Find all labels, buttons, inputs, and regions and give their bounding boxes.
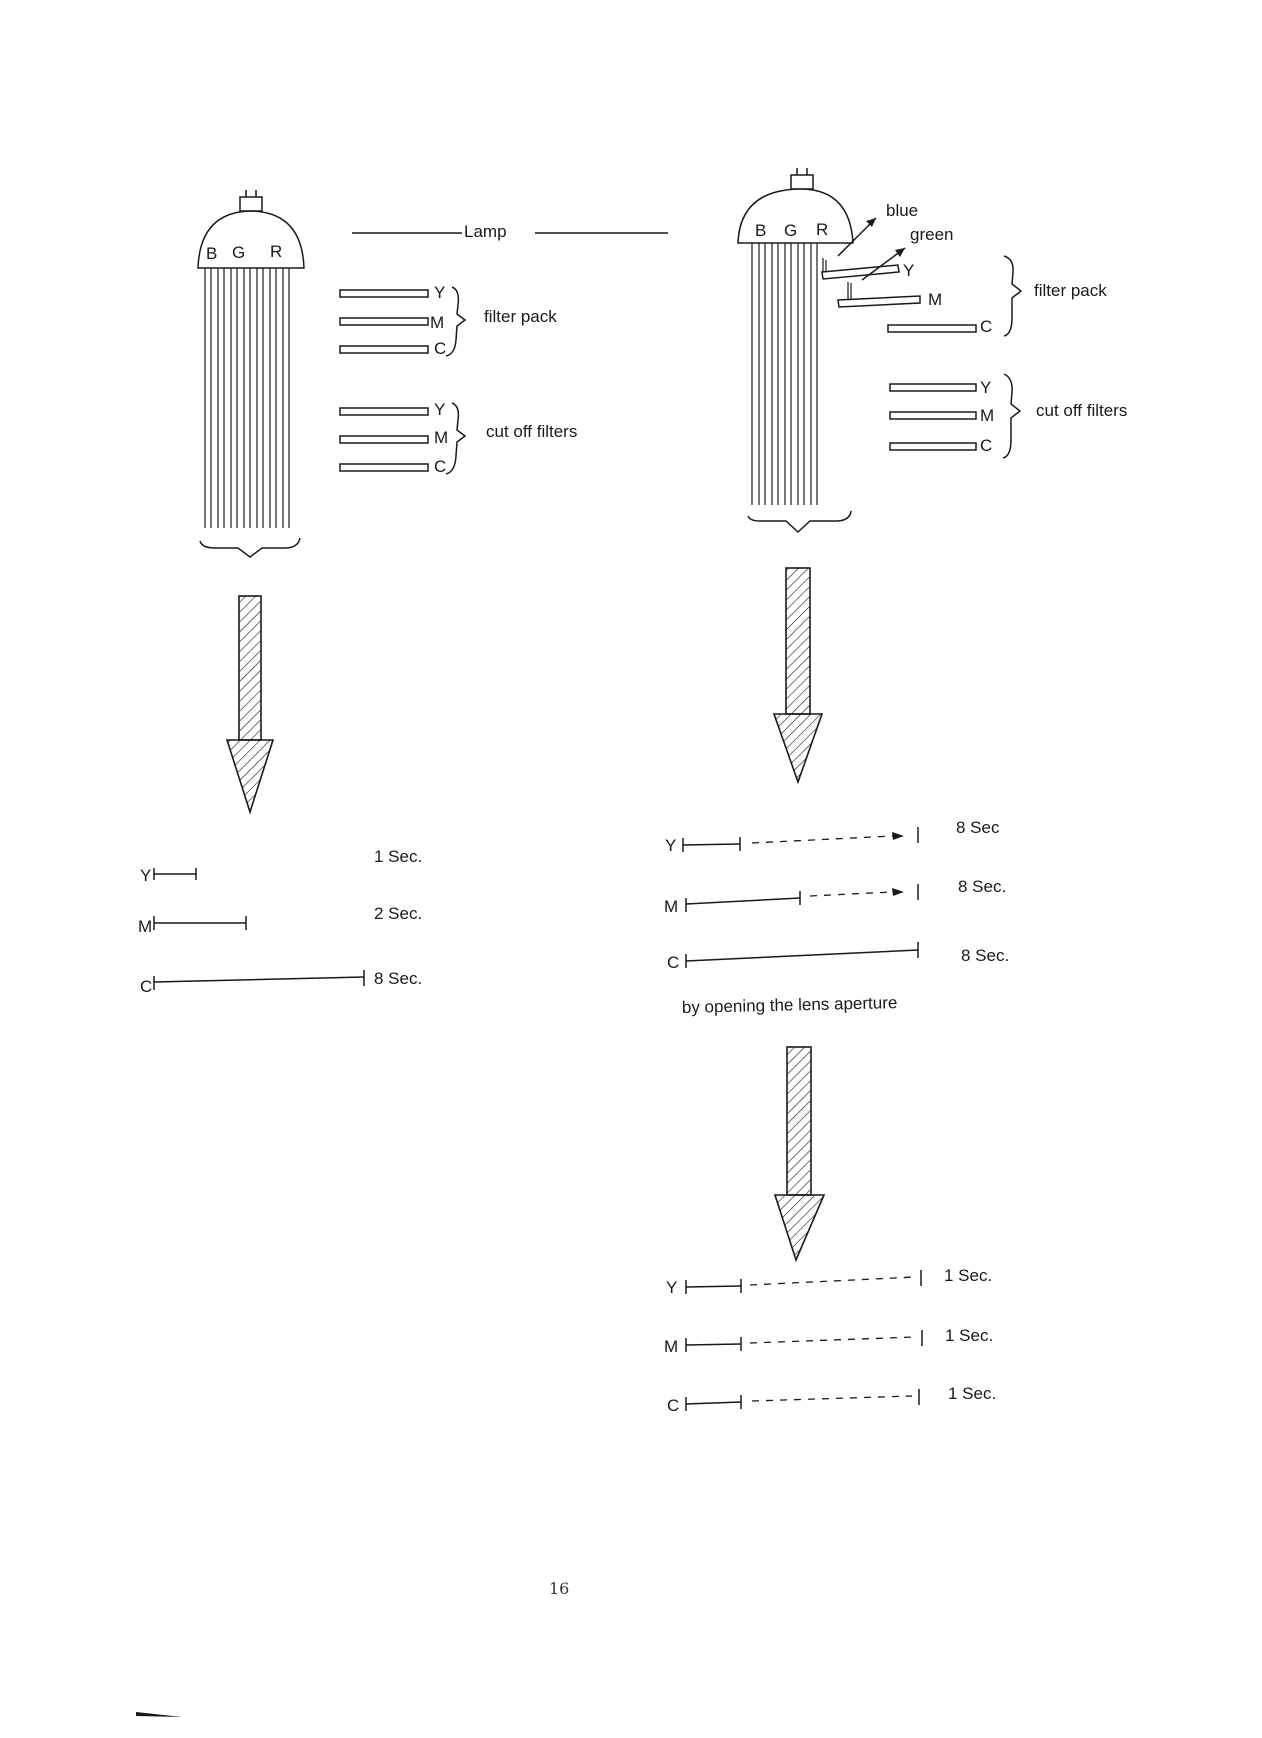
left-filter-c-letter: C (434, 339, 446, 358)
left-light-beams (205, 268, 289, 528)
right-after-m: M 1 Sec. (664, 1326, 993, 1356)
left-bar-m: M 2 Sec. (138, 904, 422, 936)
right-before-c: C 8 Sec. (667, 942, 1009, 972)
right-cutoff-label: cut off filters (1036, 401, 1127, 420)
left-cutoff-c: C (340, 457, 446, 476)
left-down-arrow (227, 596, 273, 812)
right-before-m: M 8 Sec. (664, 877, 1006, 916)
left-bar-m-time: 2 Sec. (374, 904, 422, 923)
right-filter-pack: Y M C filter pack (822, 256, 1107, 336)
page-number: 16 (549, 1579, 569, 1598)
right-enlarger: B G R (738, 168, 853, 532)
left-filter-pack-brace (446, 287, 465, 356)
right-cutoff-m: M (890, 406, 994, 425)
right-after-m-letter: M (664, 1337, 678, 1356)
right-filter-c: C (888, 317, 992, 336)
right-after-y-letter: Y (666, 1278, 677, 1297)
right-dome-letter-r: R (816, 220, 828, 239)
left-beam-brace (200, 538, 300, 557)
right-after-y-time: 1 Sec. (944, 1266, 992, 1285)
right-before-y-letter: Y (665, 836, 676, 855)
left-filter-y: Y (340, 283, 445, 302)
right-filter-c-letter: C (980, 317, 992, 336)
left-bar-y-time: 1 Sec. (374, 847, 422, 866)
left-dome-letter-r: R (270, 242, 282, 261)
right-after-c-letter: C (667, 1396, 679, 1415)
right-beam-brace (748, 511, 851, 532)
right-dome-letter-b: B (755, 221, 766, 240)
left-cutoff-filters: Y M C cut off filters (340, 400, 577, 476)
right-after-m-time: 1 Sec. (945, 1326, 993, 1345)
right-cutoff-y-letter: Y (980, 378, 991, 397)
left-dome-letter-b: B (206, 244, 217, 263)
left-filter-y-letter: Y (434, 283, 445, 302)
right-filter-m-letter: M (928, 290, 942, 309)
right-dome-letter-g: G (784, 221, 797, 240)
right-after-c: C 1 Sec. (667, 1384, 996, 1415)
right-cutoff-c-letter: C (980, 436, 992, 455)
left-bar-c: C 8 Sec. (140, 969, 422, 996)
right-cutoff-y: Y (890, 378, 991, 397)
right-before-m-time: 8 Sec. (958, 877, 1006, 896)
right-filter-m: M (838, 282, 942, 309)
left-filter-m-letter: M (430, 313, 444, 332)
green-label: green (910, 225, 953, 244)
left-filter-pack-label: filter pack (484, 307, 557, 326)
right-cutoff-c: C (890, 436, 992, 455)
right-before-c-time: 8 Sec. (961, 946, 1009, 965)
left-filter-pack: Y M C filter pack (340, 283, 557, 358)
left-cutoff-brace (446, 403, 465, 474)
left-bar-y: Y 1 Sec. (140, 847, 422, 885)
lamp-label: Lamp (464, 222, 507, 241)
scan-mark (136, 1712, 182, 1717)
right-cutoff-m-letter: M (980, 406, 994, 425)
right-down-arrow-bottom (775, 1047, 824, 1260)
right-filter-pack-brace (1004, 256, 1021, 336)
left-cutoff-c-letter: C (434, 457, 446, 476)
left-filter-m: M (340, 313, 444, 332)
left-bar-m-letter: M (138, 917, 152, 936)
right-cutoff-filters: Y M C cut off filters (890, 374, 1127, 458)
right-after-y: Y 1 Sec. (666, 1266, 992, 1297)
left-bar-c-time: 8 Sec. (374, 969, 422, 988)
green-ray-arrowhead (895, 248, 905, 257)
lamp-label-group: Lamp (352, 222, 668, 241)
left-cutoff-y-letter: Y (434, 400, 445, 419)
right-down-arrow-top (774, 568, 822, 782)
left-exposure-bars: Y 1 Sec. M 2 Sec. C 8 Sec. (138, 847, 422, 996)
aperture-note: by opening the lens aperture (682, 993, 898, 1017)
right-filter-pack-label: filter pack (1034, 281, 1107, 300)
left-dome-letter-g: G (232, 243, 245, 262)
left-filter-c: C (340, 339, 446, 358)
right-cutoff-brace (1003, 374, 1020, 458)
blue-label: blue (886, 201, 918, 220)
left-cutoff-y: Y (340, 400, 445, 419)
right-light-beams (752, 243, 817, 505)
left-cutoff-label: cut off filters (486, 422, 577, 441)
left-enlarger: B G R (198, 190, 304, 557)
right-before-y: Y 8 Sec (665, 818, 1000, 855)
left-bar-c-letter: C (140, 977, 152, 996)
right-after-c-time: 1 Sec. (948, 1384, 996, 1403)
right-filter-y: Y (822, 258, 914, 280)
right-before-y-time: 8 Sec (956, 818, 1000, 837)
left-cutoff-m-letter: M (434, 428, 448, 447)
right-exposure-bars-after: Y 1 Sec. M 1 Sec. C 1 Sec. (664, 1266, 996, 1415)
right-filter-y-letter: Y (903, 261, 914, 280)
right-before-c-letter: C (667, 953, 679, 972)
right-exposure-bars-before: Y 8 Sec M 8 Sec. C 8 Sec. (664, 818, 1009, 972)
right-before-m-letter: M (664, 897, 678, 916)
left-bar-y-letter: Y (140, 866, 151, 885)
left-cutoff-m: M (340, 428, 448, 447)
